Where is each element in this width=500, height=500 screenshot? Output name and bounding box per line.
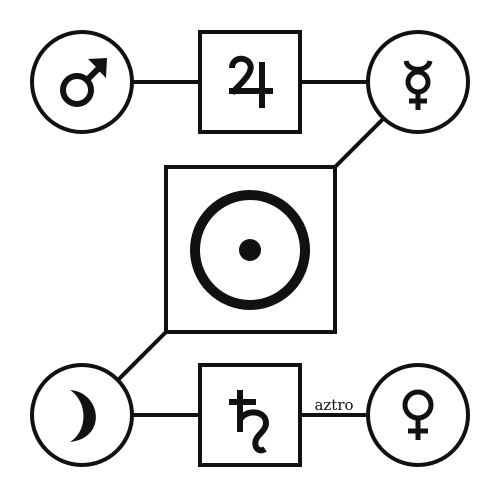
node-moon: [30, 363, 134, 467]
edge-mercury-sun: [333, 117, 385, 169]
moon-icon: [70, 390, 96, 442]
node-mars: [30, 30, 134, 134]
sun-icon: [190, 190, 310, 310]
mercury-icon: [403, 60, 433, 110]
jupiter-icon: [229, 55, 273, 108]
venus-icon: [402, 389, 434, 440]
edge-label-aztro: aztro: [314, 396, 353, 414]
saturn-icon: [229, 390, 270, 454]
edge-sun-moon: [116, 330, 168, 382]
node-saturn: [198, 363, 302, 467]
node-venus: [366, 363, 470, 467]
node-sun: [164, 165, 337, 334]
node-mercury: [366, 30, 470, 134]
mars-icon: [60, 58, 107, 107]
node-jupiter: [198, 30, 302, 134]
